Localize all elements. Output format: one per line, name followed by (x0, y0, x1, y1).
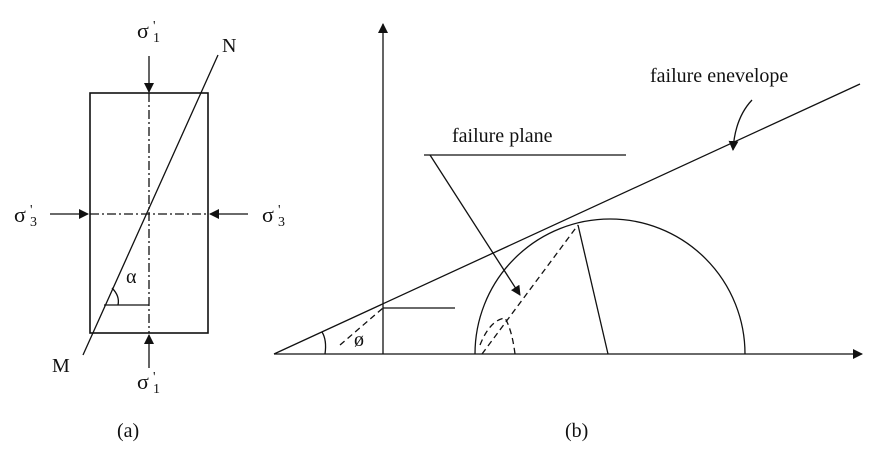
pole-angle-dashed-arc (479, 317, 516, 355)
point-n-label: N (222, 35, 236, 57)
sigma1-bottom-subscript: 1 (153, 382, 160, 397)
mohr-radius-line (577, 224, 609, 355)
envelope-pointer-arrow (728, 99, 753, 151)
sigma1-top-symbol: σ (137, 18, 149, 43)
mohr-circle-arc (474, 218, 746, 355)
caption-b: (b) (565, 420, 588, 442)
sigma1-bottom-symbol: σ (137, 369, 149, 394)
alpha-label: α (126, 266, 137, 288)
failure-plane-label: failure plane (452, 125, 553, 147)
sigma3-right-prime: ' (278, 203, 281, 218)
point-m-label: M (52, 355, 70, 377)
sigma1-top-prime: ' (153, 19, 156, 34)
sigma3-right-symbol: σ (262, 202, 274, 227)
alpha-angle-arc (111, 287, 120, 306)
sigma3-left-subscript: 3 (30, 215, 37, 230)
phi-label: ø (354, 329, 364, 351)
failure-plane-arrow (429, 154, 521, 296)
sigma1-bottom-prime: ' (153, 370, 156, 385)
diagram-a: σ ' 1 σ ' 1 σ ' 3 σ ' 3 N M α (a) (14, 18, 285, 442)
sigma1-top-subscript: 1 (153, 31, 160, 46)
sigma3-right-subscript: 3 (278, 215, 285, 230)
caption-a: (a) (117, 420, 139, 442)
diagram-b: failure enevelope failure plane ø (b) (273, 23, 863, 442)
sigma3-left-prime: ' (30, 203, 33, 218)
sigma3-left-symbol: σ (14, 202, 26, 227)
failure-envelope-line (273, 83, 861, 355)
failure-plane-dashed-line (481, 224, 579, 355)
phi-angle-arc (321, 331, 327, 355)
failure-envelope-label: failure enevelope (650, 65, 788, 87)
failure-plane-line-mn (82, 54, 219, 356)
